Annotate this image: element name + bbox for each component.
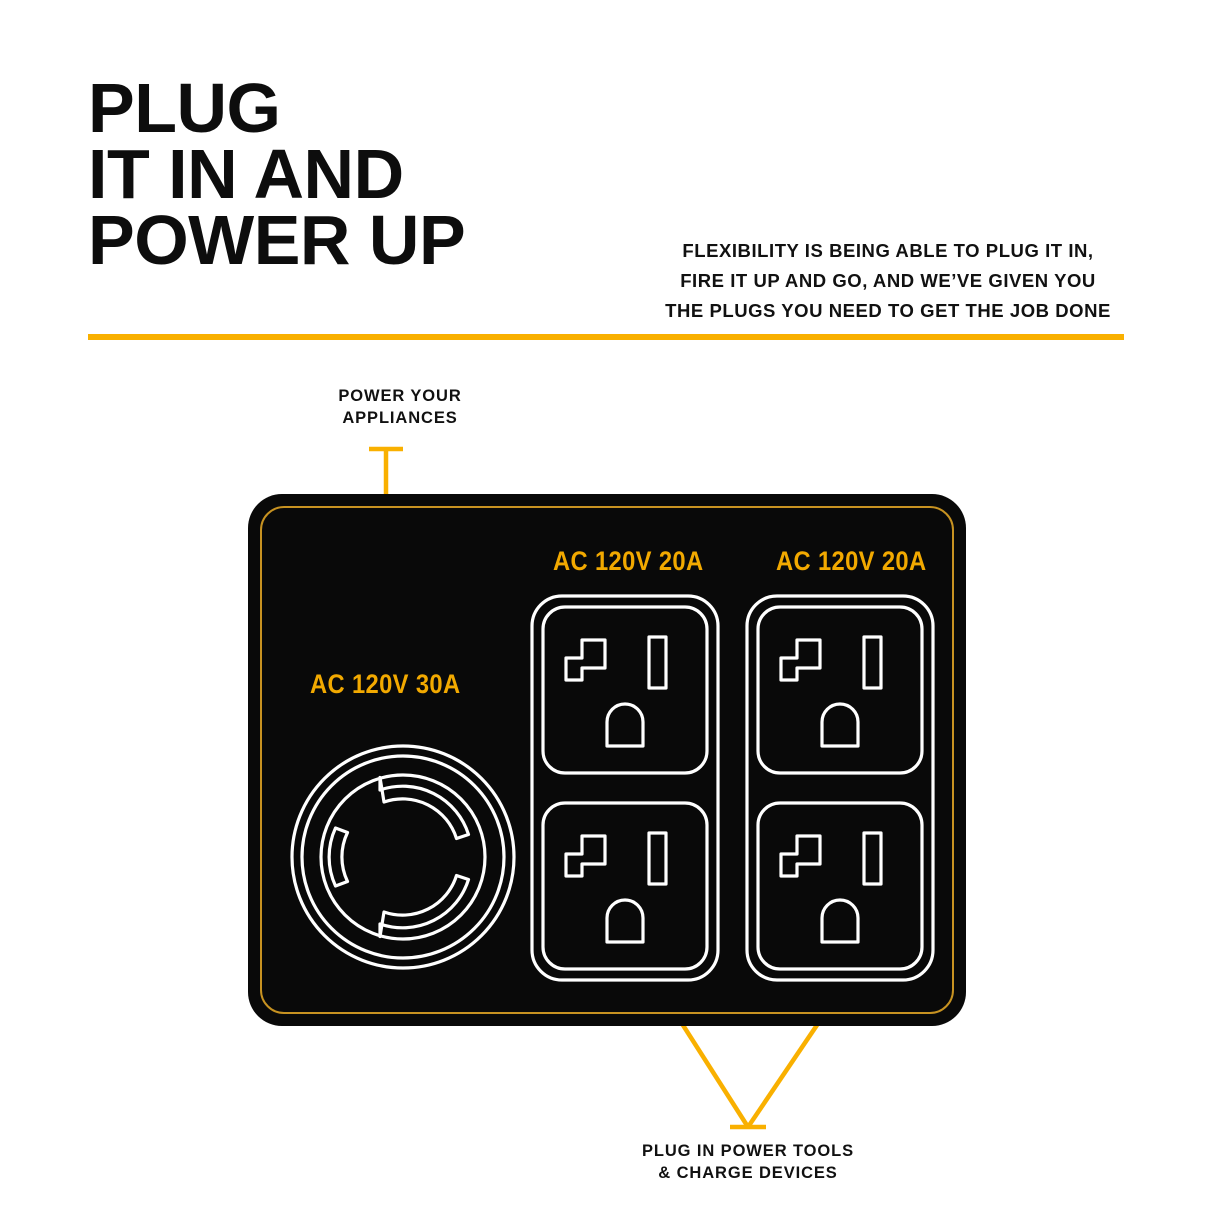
slot-ground [605,702,645,748]
slot-neutral-t [779,638,822,682]
generator-outlet-panel: AC 120V 30A AC 120V 20A AC 120V 20A [248,494,966,1026]
receptacle-face-upper-left [541,605,709,775]
receptacle-face-rect [541,605,709,775]
subtitle-line-2: FIRE IT UP AND GO, AND WE’VE GIVEN YOU [680,269,1096,291]
subtitle-line-3: THE PLUGS YOU NEED TO GET THE JOB DONE [665,299,1111,321]
twistlock-slot-top [378,775,471,841]
twistlock-ring-outer-2 [300,754,506,960]
callout-bottom-line-1: PLUG IN POWER TOOLS [641,1142,855,1160]
slot-ground [820,898,860,944]
receptacle-face-rect [756,605,924,775]
slot-neutral-t [564,834,607,878]
gold-divider-rule [88,334,1124,340]
callout-bottom-line-2: & CHARGE DEVICES [658,1163,838,1182]
page-title: PLUG IT IN AND POWER UP [88,69,648,279]
twistlock-ring-outer [290,744,516,970]
receptacle-face-rect [756,801,924,971]
twistlock-slot-bottom [378,873,471,939]
callout-label-power-your-appliances: POWER YOUR APPLIANCES [268,386,532,430]
twistlock-slot-left [327,826,350,888]
outlet-label-20a-left: AC 120V 20A [553,546,704,576]
receptacle-face-lower-left [541,801,709,971]
receptacle-face-lower-right [756,801,924,971]
subtitle-line-1: FLEXIBILITY IS BEING ABLE TO PLUG IT IN, [682,240,1094,261]
headline-line-3: POWER UP [88,200,466,279]
slot-ground [605,898,645,944]
outlet-twist-lock-30a[interactable] [288,742,518,972]
outlet-label-30a: AC 120V 30A [310,669,461,699]
duplex-plate-outline-right [745,594,935,982]
twistlock-ring-inner [319,773,487,941]
slot-neutral-t [564,638,607,682]
duplex-plate-outline-left [530,594,720,982]
slot-neutral-t [779,834,822,878]
callout-top-line-1: POWER YOUR [338,387,462,405]
outlet-label-20a-right: AC 120V 20A [776,546,927,576]
callout-top-line-2: APPLIANCES [342,408,458,427]
slot-ground [820,702,860,748]
outlet-duplex-20a-left[interactable] [530,594,720,982]
outlet-duplex-20a-right[interactable] [745,594,935,982]
receptacle-face-upper-right [756,605,924,775]
receptacle-face-rect [541,801,709,971]
slot-hot [647,635,668,690]
callout-label-plug-in-power-tools: PLUG IN POWER TOOLS & CHARGE DEVICES [588,1141,908,1185]
panel-inner-border [260,506,954,1014]
headline-line-1: PLUG [88,69,281,147]
slot-hot [862,831,883,886]
slot-hot [862,635,883,690]
headline-line-2: IT IN AND [88,134,404,213]
slot-hot [647,831,668,886]
subtitle: FLEXIBILITY IS BEING ABLE TO PLUG IT IN,… [648,236,1128,326]
